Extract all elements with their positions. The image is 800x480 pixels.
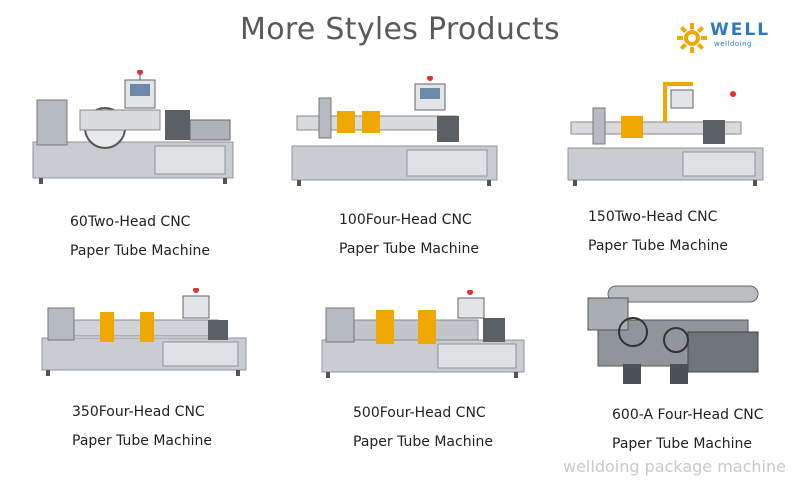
product-model: 100Four-Head CNC <box>339 212 472 228</box>
product-model: 600-A Four-Head CNC <box>612 407 764 423</box>
product-caption: 500Four-Head CNC Paper Tube Machine <box>353 399 493 457</box>
page-title: More Styles Products <box>240 12 560 47</box>
product-type: Paper Tube Machine <box>588 238 728 254</box>
logo-tagline: welldoing <box>714 40 752 48</box>
product-model: 60Two-Head CNC <box>70 214 191 230</box>
machine-image <box>291 76 498 186</box>
product-caption: 60Two-Head CNC Paper Tube Machine <box>70 208 210 266</box>
machine-image <box>41 288 247 376</box>
product-type: Paper Tube Machine <box>339 241 479 257</box>
product-caption: 150Two-Head CNC Paper Tube Machine <box>588 203 728 261</box>
sun-gear-icon <box>677 23 707 53</box>
machine-image <box>587 285 759 384</box>
product-caption: 100Four-Head CNC Paper Tube Machine <box>339 206 479 264</box>
logo-wordmark: WELL <box>710 20 771 40</box>
machine-image <box>32 70 234 184</box>
product-type: Paper Tube Machine <box>70 243 210 259</box>
product-model: 350Four-Head CNC <box>72 404 205 420</box>
product-model: 500Four-Head CNC <box>353 405 486 421</box>
product-caption: 600-A Four-Head CNC Paper Tube Machine <box>612 401 763 459</box>
product-type: Paper Tube Machine <box>72 433 212 449</box>
product-type: Paper Tube Machine <box>612 436 752 452</box>
product-type: Paper Tube Machine <box>353 434 493 450</box>
brand-logo: WELL welldoing <box>676 18 776 58</box>
product-model: 150Two-Head CNC <box>588 209 718 225</box>
watermark: welldoing package machine <box>563 457 786 476</box>
product-caption: 350Four-Head CNC Paper Tube Machine <box>72 398 212 456</box>
machine-image <box>321 290 525 378</box>
machine-image <box>567 82 764 186</box>
